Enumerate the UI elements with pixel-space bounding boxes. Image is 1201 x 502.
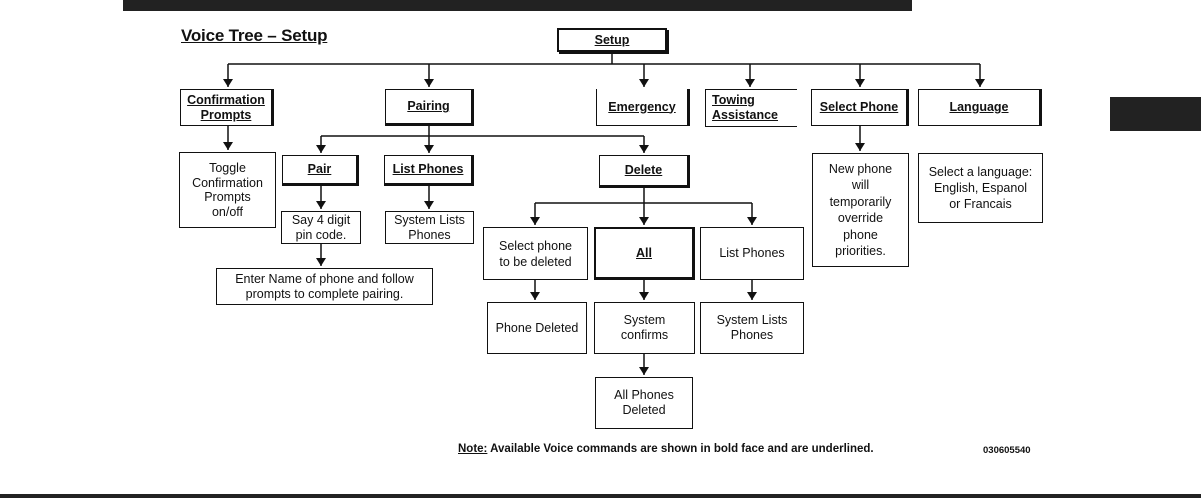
- say-pin-line-2: pin code.: [295, 227, 347, 242]
- delete-node: Delete: [599, 155, 690, 188]
- setup-node: Setup: [557, 28, 667, 52]
- footnote-label: Note:: [458, 443, 488, 455]
- toggle-confirmation-node: Toggle Confirmation Prompts on/off: [179, 152, 276, 228]
- language-line-3: or Francais: [949, 197, 1012, 211]
- list-phones-command-label: List Phones: [392, 162, 464, 176]
- figure-code: 030605540: [983, 445, 1031, 456]
- override-line-6: priorities.: [835, 244, 886, 258]
- system-lists-2-line-1: System Lists: [716, 313, 788, 327]
- list-phones-plain-label: List Phones: [719, 246, 785, 260]
- system-confirms-line-2: confirms: [620, 328, 669, 342]
- toggle-line-1: Toggle: [209, 161, 246, 175]
- override-line-2: will: [851, 178, 870, 192]
- language-line-2: English, Espanol: [933, 181, 1028, 195]
- say-pin-node: Say 4 digit pin code.: [281, 211, 361, 244]
- phone-deleted-node: Phone Deleted: [487, 302, 587, 354]
- confirmation-prompts-node: Confirmation Prompts: [180, 89, 274, 126]
- select-language-node: Select a language: English, Espanol or F…: [918, 153, 1043, 223]
- phone-deleted-label: Phone Deleted: [495, 320, 579, 335]
- select-delete-line-1: Select phone: [499, 238, 572, 253]
- select-phone-node: Select Phone: [811, 89, 909, 126]
- override-line-3: temporarily: [829, 194, 892, 209]
- select-delete-line-2: to be deleted: [499, 254, 572, 269]
- system-lists-phones-node-1: System Lists Phones: [385, 211, 474, 244]
- pair-label: Pair: [307, 162, 332, 176]
- all-phones-deleted-node: All Phones Deleted: [595, 377, 693, 429]
- system-confirms-line-1: System: [623, 313, 666, 327]
- new-phone-override-node: New phone will temporarily override phon…: [812, 153, 909, 267]
- diagram-title: Voice Tree – Setup: [181, 26, 328, 45]
- enter-name-line-1: Enter Name of phone and follow: [235, 271, 414, 286]
- list-phones-command-node: List Phones: [384, 155, 474, 186]
- pair-node: Pair: [282, 155, 359, 186]
- bottom-rule: [0, 494, 1201, 498]
- list-phones-plain-node: List Phones: [700, 227, 804, 280]
- setup-label: Setup: [594, 32, 630, 47]
- confirmation-prompts-line-2: Prompts: [200, 107, 252, 122]
- confirmation-prompts-line-1: Confirmation: [187, 92, 265, 107]
- system-lists-line-1: System Lists: [394, 212, 465, 227]
- say-pin-line-1: Say 4 digit: [291, 212, 351, 227]
- toggle-line-3: Prompts: [204, 190, 251, 204]
- delete-label: Delete: [624, 163, 663, 177]
- towing-assistance-node: Towing Assistance: [705, 89, 797, 127]
- pairing-label: Pairing: [407, 99, 450, 113]
- towing-assistance-line-1: Towing: [712, 93, 755, 107]
- toggle-line-4: on/off: [211, 204, 244, 219]
- pairing-node: Pairing: [385, 89, 474, 126]
- override-line-5: phone: [843, 227, 878, 242]
- footnote-text: Available Voice commands are shown in bo…: [487, 443, 874, 455]
- all-label: All: [636, 245, 652, 260]
- enter-name-line-2: prompts to complete pairing.: [245, 286, 404, 301]
- override-line-1: New phone: [828, 161, 893, 176]
- footnote: Note: Available Voice commands are shown…: [458, 443, 874, 455]
- select-phone-label: Select Phone: [819, 100, 899, 114]
- select-phone-to-delete-node: Select phone to be deleted: [483, 227, 588, 280]
- system-confirms-node: System confirms: [594, 302, 695, 354]
- language-node: Language: [918, 89, 1042, 126]
- system-lists-2-line-2: Phones: [730, 328, 774, 342]
- system-lists-phones-node-2: System Lists Phones: [700, 302, 804, 354]
- section-tab: [1110, 97, 1201, 131]
- top-bar: [123, 0, 912, 11]
- language-label: Language: [949, 100, 1009, 114]
- emergency-node: Emergency: [596, 89, 690, 126]
- language-line-1: Select a language:: [928, 165, 1033, 179]
- all-phones-deleted-line-2: Deleted: [622, 403, 666, 417]
- all-phones-deleted-line-1: All Phones: [614, 388, 674, 402]
- enter-name-node: Enter Name of phone and follow prompts t…: [216, 268, 433, 305]
- emergency-label: Emergency: [608, 99, 676, 114]
- override-line-4: override: [837, 211, 884, 225]
- all-node: All: [594, 227, 695, 280]
- system-lists-line-2: Phones: [408, 227, 451, 242]
- towing-assistance-line-2: Assistance: [712, 108, 779, 122]
- toggle-line-2: Confirmation: [192, 175, 263, 190]
